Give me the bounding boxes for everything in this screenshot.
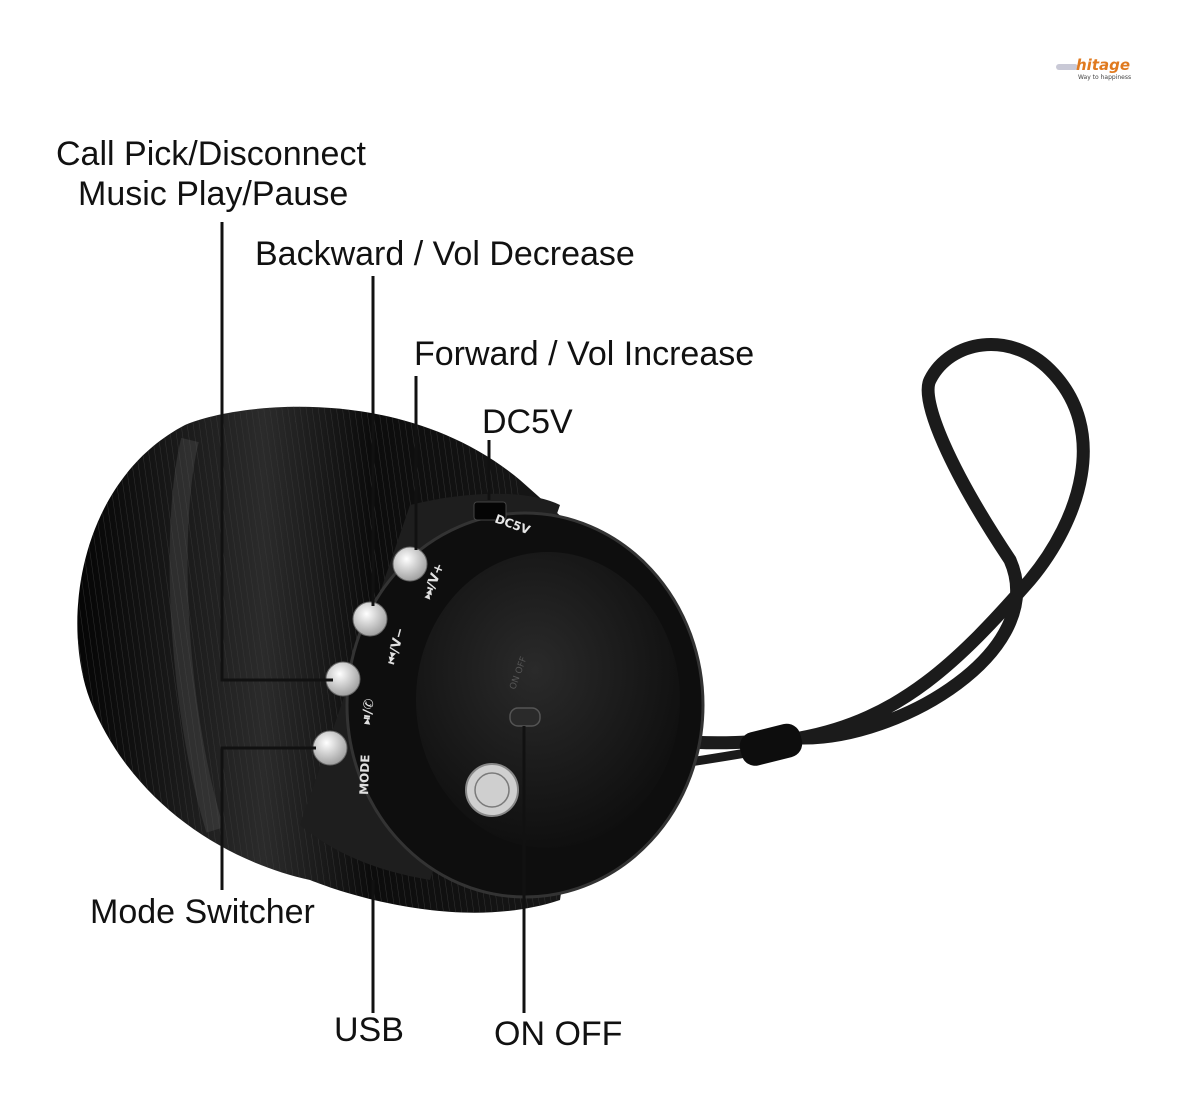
strap-clip <box>739 723 803 766</box>
forward-button <box>392 546 428 582</box>
callout-mode <box>220 746 316 890</box>
mode-button-print: MODE <box>357 754 372 795</box>
label-backward: Backward / Vol Decrease <box>255 235 635 273</box>
onoff-switch <box>509 707 541 727</box>
label-onoff: ON OFF <box>494 1015 623 1053</box>
dc5v-port <box>473 501 507 521</box>
label-usb: USB <box>334 1011 404 1049</box>
brand-logo: hitage Way to happiness <box>1056 56 1156 86</box>
body-highlight <box>169 437 224 833</box>
callout-call <box>220 222 333 682</box>
mode-button <box>312 730 348 766</box>
logo-brand: hitage <box>1076 56 1131 74</box>
logo-swoosh-icon <box>1056 64 1078 70</box>
product-sticker <box>465 763 519 817</box>
front-face-inner <box>416 552 680 848</box>
label-mode-switcher: Mode Switcher <box>90 893 315 931</box>
backward-button <box>352 601 388 637</box>
label-call-pick: Call Pick/Disconnect <box>56 135 366 173</box>
label-forward: Forward / Vol Increase <box>414 335 755 373</box>
play-button-print: ⏯/✆ <box>359 698 377 726</box>
label-dc5v: DC5V <box>482 403 573 441</box>
label-music-play: Music Play/Pause <box>78 175 349 213</box>
logo-tagline: Way to happiness <box>1078 74 1132 81</box>
